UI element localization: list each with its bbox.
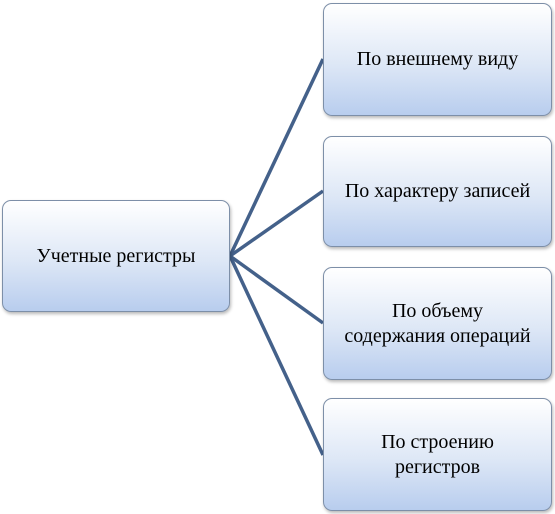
child-node-label: По характеру записей [344, 180, 531, 202]
child-node-label: По строению регистров [381, 430, 494, 478]
child-node-appearance: По внешнему виду [323, 3, 552, 116]
child-node-structure: По строению регистров [323, 398, 552, 511]
connector-root-to-child-3 [228, 254, 325, 325]
root-node-label: Учетные регистры [36, 244, 196, 267]
child-node-content-volume: По объему содержания операций [323, 267, 552, 380]
connector-root-to-child-2 [228, 189, 325, 258]
connector-root-to-child-4 [228, 255, 325, 456]
root-node: Учетные регистры [2, 200, 230, 312]
child-node-label: По внешнему виду [356, 48, 519, 70]
child-node-record-type: По характеру записей [323, 136, 552, 247]
child-node-label: По объему содержания операций [344, 299, 531, 347]
connector-root-to-child-1 [228, 58, 325, 257]
